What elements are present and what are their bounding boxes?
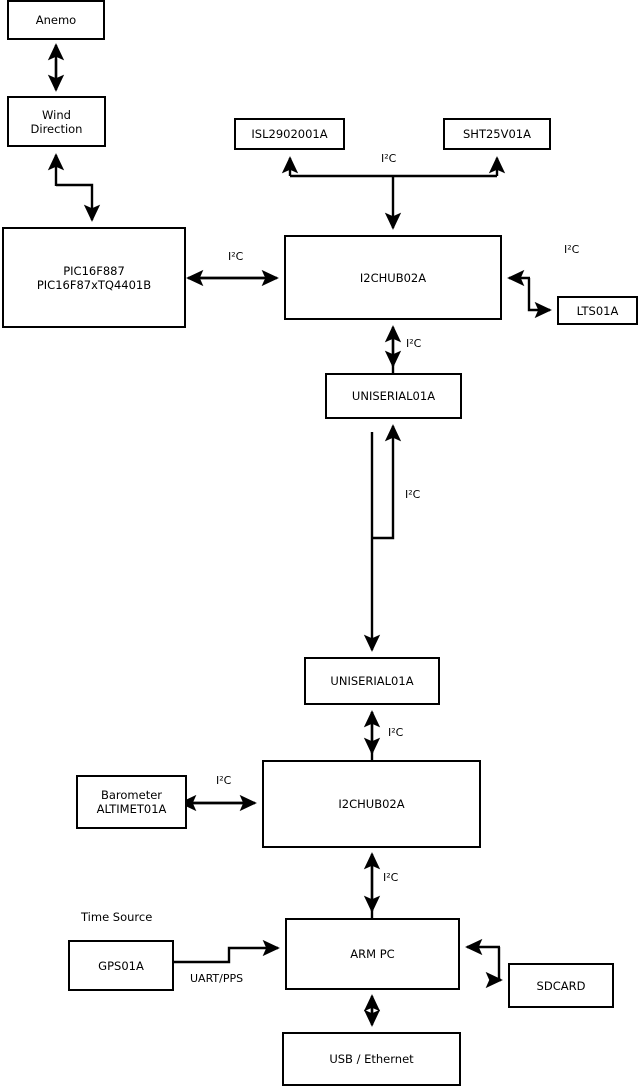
edge-arm-to-sdcard (485, 947, 503, 989)
node-wind-direction[interactable]: Wind Direction (7, 96, 106, 147)
node-wind-direction-label: Wind Direction (30, 107, 83, 136)
node-arm-pc-label: ARM PC (350, 947, 395, 961)
node-sht25v01a[interactable]: SHT25V01A (443, 118, 551, 150)
node-gps01a[interactable]: GPS01A (68, 940, 174, 991)
edge-label-i2c-hub2-arm: I²C (383, 871, 399, 884)
node-uniserial01a-lower[interactable]: UNISERIAL01A (304, 657, 440, 705)
edge-label-i2c-pic-hub: I²C (228, 250, 244, 263)
node-lts01a[interactable]: LTS01A (557, 296, 638, 325)
node-anemo[interactable]: Anemo (7, 0, 105, 40)
node-usb-ethernet[interactable]: USB / Ethernet (282, 1032, 461, 1086)
edge-label-i2c-hub-lts: I²C (564, 243, 580, 256)
node-arm-pc[interactable]: ARM PC (285, 918, 460, 990)
edge-uniserial-dn-to-up (372, 424, 402, 540)
edge-wind-to-pic (56, 183, 101, 222)
edge-label-i2c-barometer-hub2: I²C (216, 774, 232, 787)
node-i2chub02a-top[interactable]: I2CHUB02A (284, 235, 502, 320)
edge-label-i2c-hub-uniserial: I²C (406, 337, 422, 350)
label-time-source: Time Source (81, 910, 153, 924)
edge-gps-to-arm (174, 939, 280, 964)
node-barometer-label: Barometer ALTIMET01A (96, 788, 167, 816)
edge-label-i2c-uniserial-link: I²C (405, 488, 421, 501)
node-pic-microcontroller[interactable]: PIC16F887 PIC16F87xTQ4401B (2, 227, 186, 328)
node-uniserial01a-upper[interactable]: UNISERIAL01A (325, 373, 462, 419)
node-pic-microcontroller-label: PIC16F887 PIC16F87xTQ4401B (36, 263, 152, 292)
edge-label-i2c-sensor-bus: I²C (381, 152, 397, 165)
node-i2chub02a-top-label: I2CHUB02A (359, 270, 427, 285)
node-i2chub02a-bottom-label: I2CHUB02A (338, 797, 405, 811)
node-usb-ethernet-label: USB / Ethernet (329, 1052, 414, 1066)
edge-hub-to-lts-seg (527, 278, 552, 319)
node-gps01a-label: GPS01A (98, 958, 144, 973)
node-sdcard[interactable]: SDCARD (508, 963, 614, 1008)
node-lts01a-label: LTS01A (576, 303, 619, 318)
node-uniserial01a-upper-label: UNISERIAL01A (351, 389, 436, 403)
node-i2chub02a-bottom[interactable]: I2CHUB02A (262, 760, 481, 848)
edge-label-i2c-uniserial-hub2: I²C (388, 726, 404, 739)
node-sdcard-label: SDCARD (536, 978, 586, 993)
node-isl2902001a-label: ISL2902001A (251, 127, 328, 141)
node-uniserial01a-lower-label: UNISERIAL01A (330, 674, 414, 688)
node-barometer[interactable]: Barometer ALTIMET01A (76, 775, 187, 829)
node-isl2902001a[interactable]: ISL2902001A (234, 118, 345, 150)
node-anemo-label: Anemo (35, 13, 77, 27)
node-sht25v01a-label: SHT25V01A (463, 127, 531, 141)
edge-label-uart-pps: UART/PPS (190, 972, 244, 985)
